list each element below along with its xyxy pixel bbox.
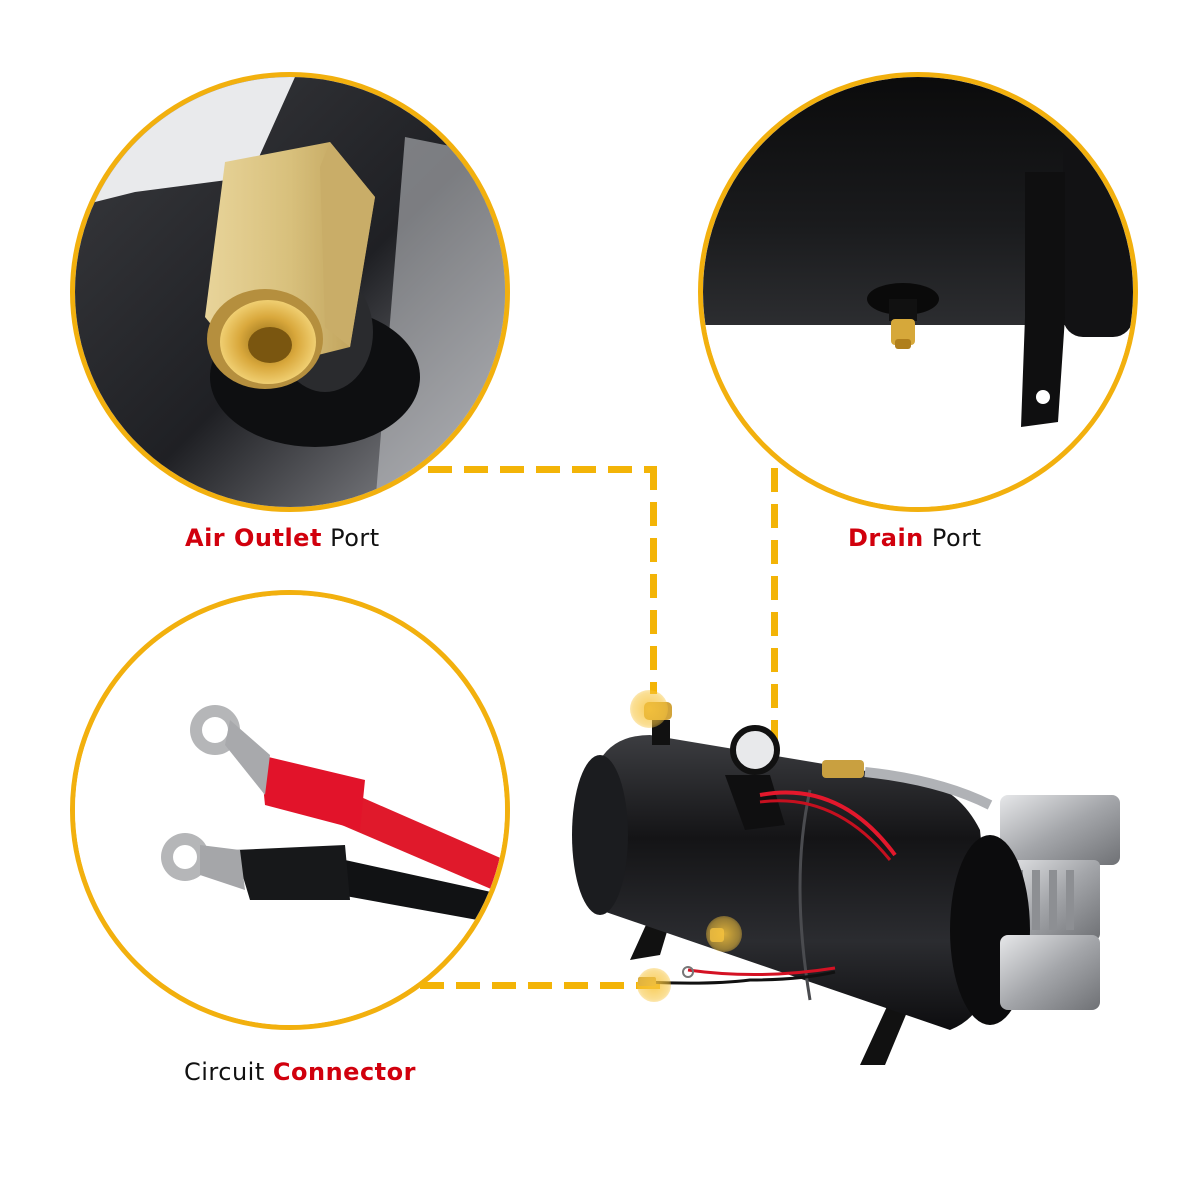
label-highlight: Air Outlet bbox=[185, 524, 322, 552]
circuit-connector-closeup bbox=[70, 590, 510, 1030]
circuit-connector-highlight bbox=[637, 968, 671, 1002]
drain-port-label: Drain Port bbox=[848, 524, 981, 552]
drain-valve-image bbox=[703, 77, 1133, 507]
label-plain: Circuit bbox=[184, 1058, 265, 1086]
label-rest: Port bbox=[330, 524, 380, 552]
circuit-connector-line-h bbox=[420, 982, 660, 989]
air-outlet-closeup bbox=[70, 72, 510, 512]
label-highlight: Drain bbox=[848, 524, 924, 552]
air-outlet-port-label: Air Outlet Port bbox=[185, 524, 380, 552]
air-outlet-connector-line-v bbox=[650, 466, 657, 694]
label-highlight: Connector bbox=[272, 1058, 416, 1086]
air-outlet-connector-line-h bbox=[428, 466, 656, 473]
label-rest: Port bbox=[931, 524, 982, 552]
power-leads-image bbox=[75, 595, 505, 1025]
air-outlet-highlight bbox=[630, 690, 668, 728]
drain-port-closeup bbox=[698, 72, 1138, 512]
drain-port-highlight bbox=[706, 916, 742, 952]
drain-connector-line-v bbox=[771, 468, 778, 938]
circuit-connector-label: Circuit Connector bbox=[184, 1058, 416, 1086]
compressor-tank-image bbox=[572, 702, 1120, 1065]
air-outlet-fitting-image bbox=[75, 77, 505, 507]
